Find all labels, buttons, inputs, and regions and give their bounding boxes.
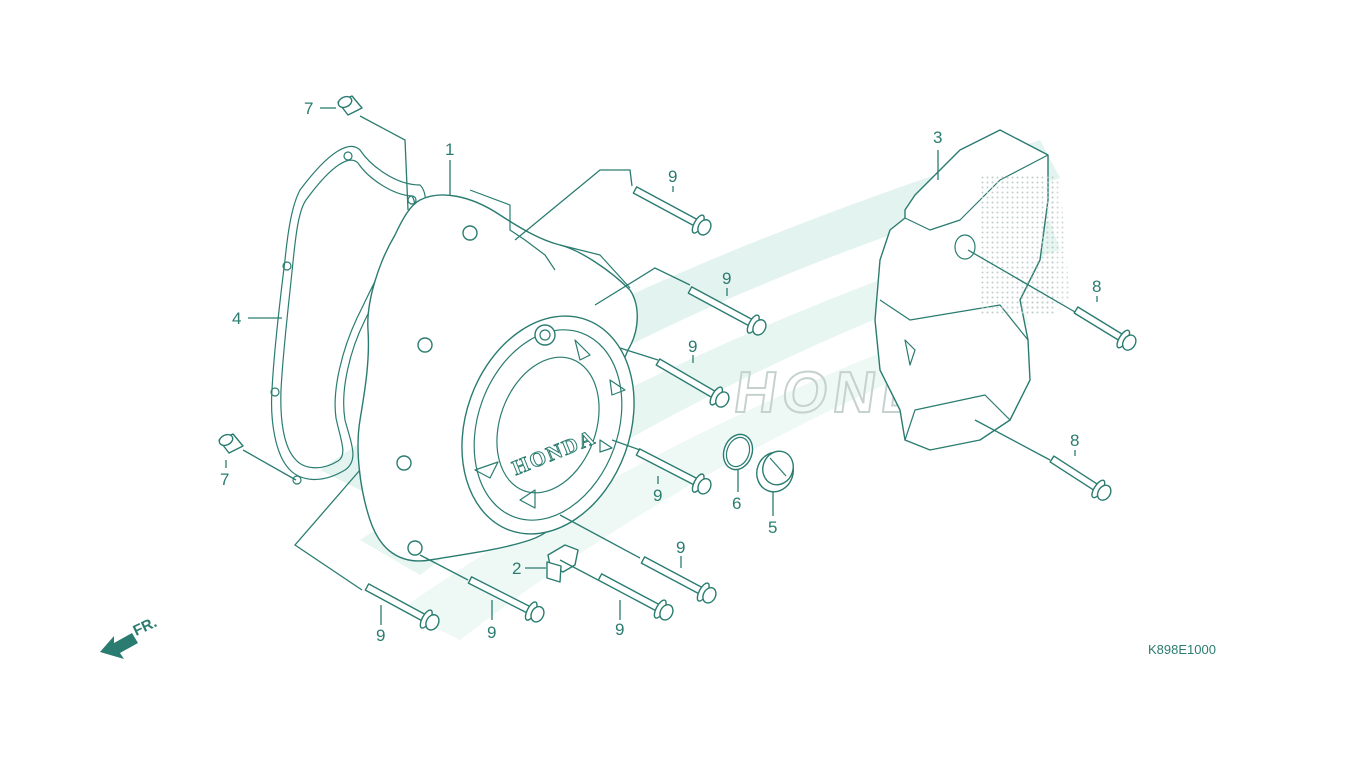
callout-9-d: 9 [653, 486, 662, 505]
callout-9-g: 9 [487, 623, 496, 642]
callout-4: 4 [232, 309, 241, 328]
diagram-code: K898E1000 [1148, 642, 1216, 657]
sprocket-cover-part-3[interactable] [874, 129, 1055, 451]
callout-9-c: 9 [688, 337, 697, 356]
callout-9-e: 9 [676, 538, 685, 557]
bolt-9-a[interactable] [632, 186, 713, 237]
callout-9-h: 9 [376, 626, 385, 645]
gasket-part-4[interactable] [270, 145, 427, 485]
callout-labels: 1 2 3 4 5 6 7 7 8 8 9 9 9 9 9 9 9 9 [220, 99, 1101, 645]
bolt-8-lower[interactable] [1049, 455, 1113, 503]
callout-9-b: 9 [722, 269, 731, 288]
bolt-group [364, 186, 1138, 632]
callout-7-upper: 7 [304, 99, 313, 118]
leader-lines [225, 107, 1098, 625]
bolt-9-h[interactable] [364, 583, 441, 632]
callout-6: 6 [732, 494, 741, 513]
callout-5: 5 [768, 518, 777, 537]
bolt-9-e[interactable] [640, 556, 718, 605]
dowel-pin-part-7-lower[interactable] [218, 433, 244, 454]
dowel-pin-part-7-upper[interactable] [337, 95, 363, 116]
o-ring-part-6[interactable] [719, 430, 758, 473]
front-marker-text: FR. [131, 614, 160, 640]
front-arrow-icon [100, 633, 138, 659]
front-direction-marker: FR. [100, 614, 160, 659]
callout-9-f: 9 [615, 620, 624, 639]
callout-1: 1 [445, 140, 454, 159]
callout-7-lower: 7 [220, 470, 229, 489]
left-crankcase-cover-part-1[interactable] [357, 189, 663, 562]
callout-2: 2 [512, 559, 521, 578]
bolt-9-f[interactable] [597, 573, 675, 622]
callout-9-a: 9 [668, 167, 677, 186]
bolt-8-upper[interactable] [1073, 306, 1138, 353]
bolt-9-c[interactable] [655, 358, 731, 409]
callout-8-lower: 8 [1070, 431, 1079, 450]
plug-cap-part-5[interactable] [751, 447, 799, 497]
bolt-9-g[interactable] [467, 576, 546, 624]
callout-3: 3 [933, 128, 942, 147]
bolt-9-b[interactable] [687, 286, 768, 337]
callout-8-upper: 8 [1092, 277, 1101, 296]
bolt-9-d[interactable] [635, 448, 713, 496]
